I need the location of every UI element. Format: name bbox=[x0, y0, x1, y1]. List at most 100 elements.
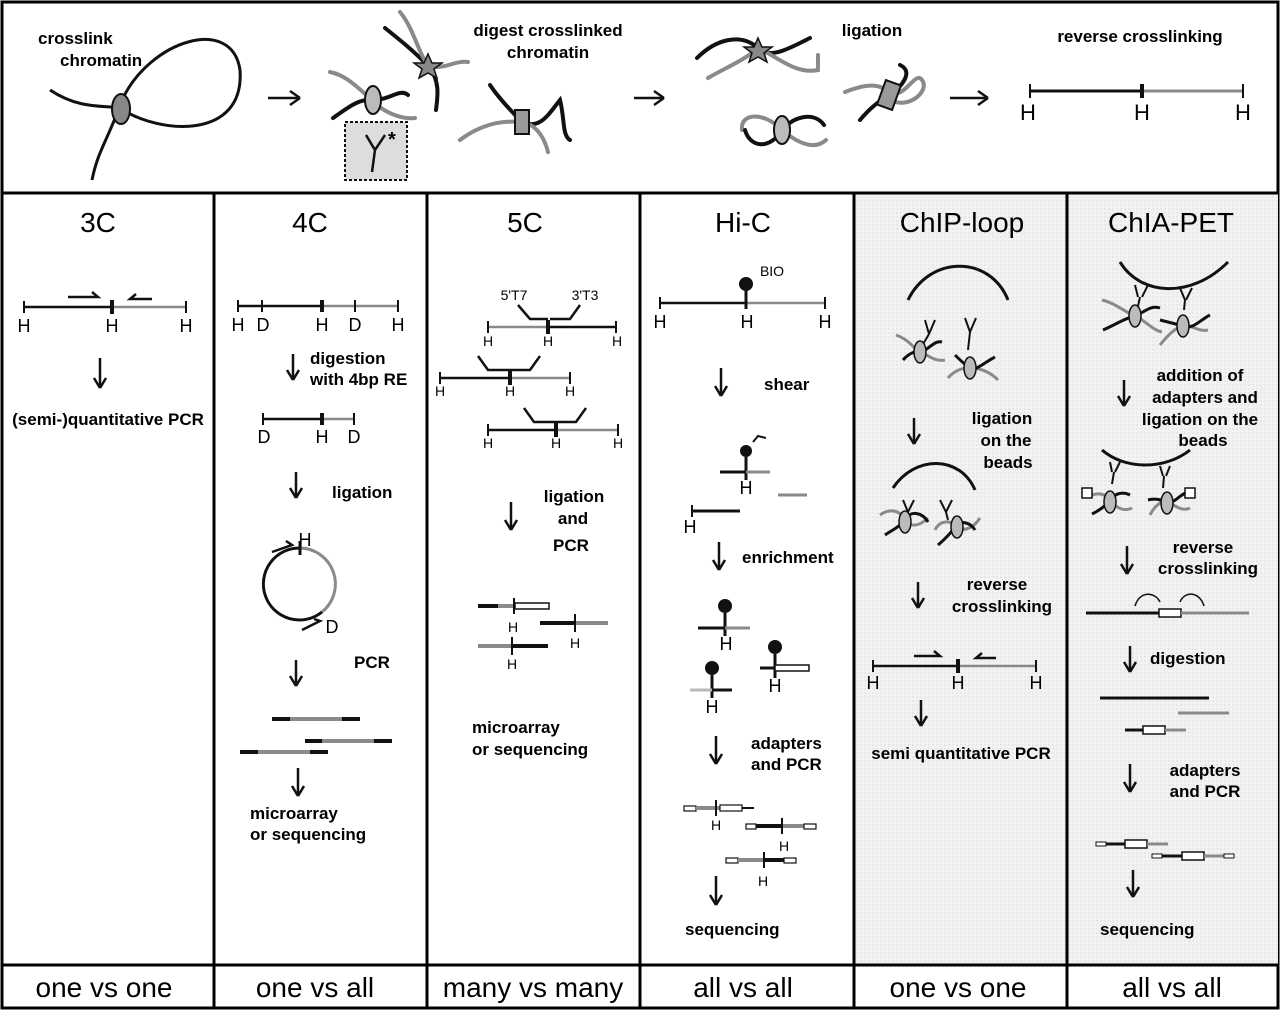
site-h: H bbox=[507, 656, 517, 672]
site-h: H bbox=[232, 315, 245, 335]
step2-label-line2: chromatin bbox=[507, 43, 589, 62]
column-3c: H H H (semi-)quantitative PCR bbox=[12, 291, 204, 429]
chia-reverse-2: crosslinking bbox=[1158, 559, 1258, 578]
site-d: D bbox=[326, 617, 339, 637]
c5-readout-1: microarray bbox=[472, 718, 560, 737]
site-d: D bbox=[258, 427, 271, 447]
site-h: H bbox=[565, 383, 575, 399]
title-4c: 4C bbox=[292, 207, 328, 238]
site-h: H bbox=[758, 873, 768, 889]
protein-ellipse bbox=[111, 93, 131, 125]
site-h: H bbox=[316, 315, 329, 335]
site-h: H bbox=[720, 634, 733, 654]
circle-black-arc bbox=[261, 546, 323, 622]
site-d: D bbox=[349, 315, 362, 335]
column-hic: BIO H H H shear H H enrichment H H H ada… bbox=[654, 263, 834, 939]
reverse-primer bbox=[126, 293, 152, 301]
footer-chip-loop: one vs one bbox=[890, 972, 1027, 1003]
site-h: H bbox=[769, 676, 782, 696]
top-arrow-2-head bbox=[653, 89, 665, 107]
chia-sequencing: sequencing bbox=[1100, 920, 1194, 939]
top-arrow-3-head bbox=[977, 89, 989, 107]
chip-ligation-3: beads bbox=[983, 453, 1032, 472]
protein-ellipse-2 bbox=[364, 85, 382, 115]
step4-label: reverse crosslinking bbox=[1057, 27, 1222, 46]
column-titles: 3C 4C 5C Hi-C ChIP-loop ChIA-PET bbox=[80, 207, 1234, 238]
circ-primer-1 bbox=[271, 539, 295, 554]
c3-step-label: (semi-)quantitative PCR bbox=[12, 410, 204, 429]
hic-adapters-2: and PCR bbox=[751, 755, 822, 774]
antibody-icon bbox=[364, 134, 387, 173]
chia-reverse-1: reverse bbox=[1173, 538, 1234, 557]
site-h: H bbox=[316, 427, 329, 447]
c4-digestion-1: digestion bbox=[310, 349, 386, 368]
site-h: H bbox=[508, 619, 518, 635]
site-d: D bbox=[348, 427, 361, 447]
top-arrow-1-head bbox=[289, 89, 301, 107]
site-h: H bbox=[654, 312, 667, 332]
protein-rect-2 bbox=[875, 78, 903, 112]
c4-readout-2: or sequencing bbox=[250, 825, 366, 844]
c5-readout-2: or sequencing bbox=[472, 740, 588, 759]
c5-ligation-2: and bbox=[558, 509, 588, 528]
chip-reverse-2: crosslinking bbox=[952, 597, 1052, 616]
chia-addition-3: ligation on the bbox=[1142, 410, 1258, 429]
hic-sequencing: sequencing bbox=[685, 920, 779, 939]
site-h: H bbox=[612, 333, 622, 349]
site-h: H bbox=[779, 838, 789, 854]
site-h: H bbox=[711, 817, 721, 833]
site-h: H bbox=[106, 316, 119, 336]
hic-enrichment: enrichment bbox=[742, 548, 834, 567]
primer-t7: 5'T7 bbox=[501, 287, 528, 303]
chia-addition-1: addition of bbox=[1157, 366, 1244, 385]
title-5c: 5C bbox=[507, 207, 543, 238]
star-marker-2 bbox=[741, 36, 775, 64]
site-h-1: H bbox=[1020, 100, 1036, 125]
biotin-marker bbox=[739, 277, 753, 291]
antibody-asterisk: * bbox=[388, 129, 396, 151]
site-h: H bbox=[483, 333, 493, 349]
c4-ligation: ligation bbox=[332, 483, 392, 502]
column-5c: 5'T7 3'T3 H H H H H H H H H ligation and… bbox=[435, 287, 623, 759]
c4-pcr: PCR bbox=[354, 653, 390, 672]
top-panel: crosslink chromatin digest crosslinked c… bbox=[38, 10, 1251, 181]
chip-ligation-1: ligation bbox=[972, 409, 1032, 428]
title-3c: 3C bbox=[80, 207, 116, 238]
hic-adapters-1: adapters bbox=[751, 734, 822, 753]
chia-adapters-2: and PCR bbox=[1170, 782, 1241, 801]
column-chia-pet: addition of adapters and ligation on the… bbox=[1081, 260, 1258, 939]
site-h-3: H bbox=[1235, 100, 1251, 125]
site-h: H bbox=[741, 312, 754, 332]
chia-digestion: digestion bbox=[1150, 649, 1226, 668]
chip-reverse-1: reverse bbox=[967, 575, 1028, 594]
site-h: H bbox=[551, 435, 561, 451]
site-d: D bbox=[257, 315, 270, 335]
site-h-2: H bbox=[1134, 100, 1150, 125]
site-h: H bbox=[543, 333, 553, 349]
footer-hic: all vs all bbox=[693, 972, 793, 1003]
step1-label-line1: crosslink bbox=[38, 29, 113, 48]
site-h: H bbox=[392, 315, 405, 335]
protein-rect bbox=[514, 109, 530, 135]
primer-t3: 3'T3 bbox=[572, 287, 599, 303]
footer-chia-pet: all vs all bbox=[1122, 972, 1222, 1003]
site-h: H bbox=[505, 383, 515, 399]
c4-readout-1: microarray bbox=[250, 804, 338, 823]
forward-primer bbox=[68, 291, 102, 299]
column-dividers bbox=[212, 193, 1069, 1008]
site-h: H bbox=[819, 312, 832, 332]
bead-arc bbox=[1118, 260, 1230, 291]
site-h: H bbox=[299, 530, 312, 550]
site-h: H bbox=[952, 673, 965, 693]
title-chia-pet: ChIA-PET bbox=[1108, 207, 1234, 238]
site-h: H bbox=[740, 478, 753, 498]
lig-frag-c-gray bbox=[843, 75, 926, 105]
c5-ligation-3: PCR bbox=[553, 536, 589, 555]
c4-digestion-2: with 4bp RE bbox=[309, 370, 407, 389]
fragment-c-black bbox=[488, 83, 572, 142]
chia-addition-4: beads bbox=[1178, 431, 1227, 450]
chia-addition-2: adapters and bbox=[1152, 388, 1258, 407]
c5-ligation-1: ligation bbox=[544, 487, 604, 506]
chip-pcr: semi quantitative PCR bbox=[871, 744, 1051, 763]
